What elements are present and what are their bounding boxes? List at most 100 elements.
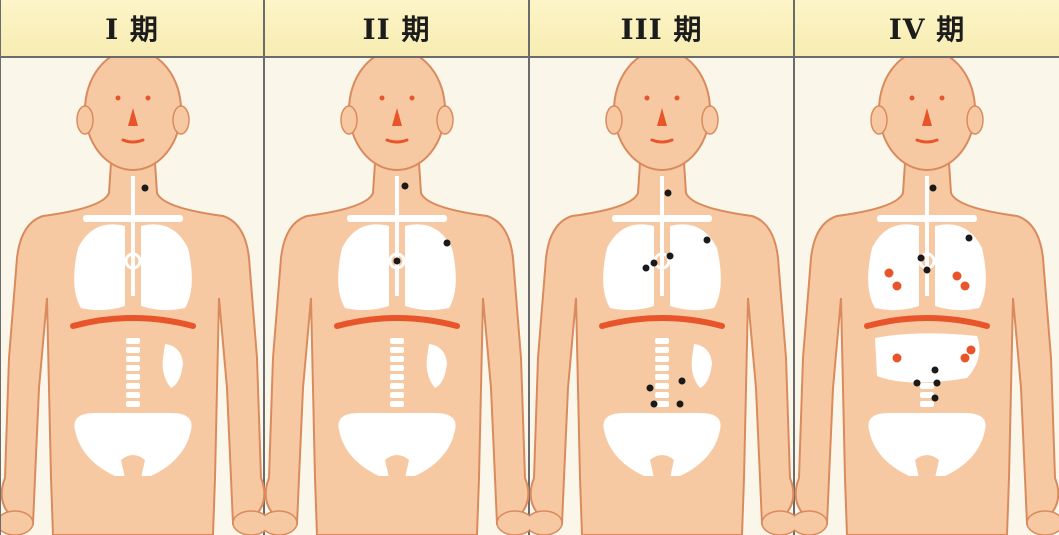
stage-panel-2: II 期 xyxy=(265,0,530,535)
vertebra xyxy=(390,365,404,371)
vertebra xyxy=(390,338,404,344)
figure-svg xyxy=(1,58,266,535)
vertebra xyxy=(920,383,934,389)
vertebra xyxy=(390,392,404,398)
pelvic-inlet xyxy=(915,455,939,478)
stage-label: III 期 xyxy=(620,8,702,48)
lymph-node-dot xyxy=(667,253,674,260)
abdominal-lymph-node-dot xyxy=(932,395,939,402)
stage-header: II 期 xyxy=(265,0,528,58)
vertebra xyxy=(126,383,140,389)
left-eye xyxy=(910,96,915,101)
stage-label: IV 期 xyxy=(889,8,966,48)
metastasis-dot xyxy=(953,272,962,281)
vertebra xyxy=(390,374,404,380)
pelvic-inlet xyxy=(650,455,674,478)
vertebra xyxy=(126,347,140,353)
metastasis-dot xyxy=(885,269,894,278)
stage-panel-4: IV 期 xyxy=(795,0,1059,535)
vertebra xyxy=(655,338,669,344)
right-eye xyxy=(410,96,415,101)
right-eye xyxy=(940,96,945,101)
trachea xyxy=(660,176,664,296)
left-eye xyxy=(645,96,650,101)
abdominal-lymph-node-dot xyxy=(647,385,654,392)
abdominal-lymph-node-dot xyxy=(934,380,941,387)
abdominal-lymph-node-dot xyxy=(679,378,686,385)
right-eye xyxy=(146,96,151,101)
abdominal-lymph-node-dot xyxy=(914,380,921,387)
lymph-node-dot xyxy=(402,183,409,190)
stage-header: I 期 xyxy=(1,0,263,58)
metastasis-dot xyxy=(893,354,902,363)
hand-shape xyxy=(530,511,562,535)
vertebra xyxy=(126,392,140,398)
left-ear xyxy=(77,106,93,134)
stage-header: IV 期 xyxy=(795,0,1059,58)
figure-group xyxy=(265,58,530,535)
vertebra xyxy=(390,383,404,389)
hand-shape xyxy=(233,511,266,535)
right-ear xyxy=(437,106,453,134)
lymph-node-dot xyxy=(966,235,973,242)
stage-label: II 期 xyxy=(363,8,431,48)
hand-shape xyxy=(795,511,827,535)
figure-group xyxy=(795,58,1059,535)
vertebra xyxy=(390,356,404,362)
left-eye xyxy=(380,96,385,101)
vertebra xyxy=(655,365,669,371)
vertebra xyxy=(126,401,140,407)
lymph-node-dot xyxy=(394,258,401,265)
pelvic-inlet xyxy=(385,455,409,478)
trachea xyxy=(395,176,399,296)
body-figure xyxy=(265,58,530,535)
stage-label: I 期 xyxy=(105,8,159,48)
figure-svg xyxy=(530,58,795,535)
vertebra xyxy=(126,356,140,362)
hand-shape xyxy=(762,511,795,535)
stage-panel-3: III 期 xyxy=(530,0,795,535)
body-figure xyxy=(1,58,266,535)
stage-header: III 期 xyxy=(530,0,793,58)
vertebra xyxy=(126,338,140,344)
clavicle-bar xyxy=(347,215,447,222)
vertebra xyxy=(655,356,669,362)
vertebra xyxy=(920,401,934,407)
vertebra xyxy=(126,365,140,371)
lymph-node-dot xyxy=(924,267,931,274)
stage-panel-1: I 期 xyxy=(0,0,265,535)
clavicle-bar xyxy=(612,215,712,222)
pelvic-inlet xyxy=(121,455,145,478)
vertebra xyxy=(655,347,669,353)
trachea xyxy=(131,176,135,296)
lymph-node-dot xyxy=(444,240,451,247)
lymph-node-dot xyxy=(651,260,658,267)
body-figure xyxy=(795,58,1059,535)
lymph-node-dot xyxy=(142,185,149,192)
abdominal-lymph-node-dot xyxy=(932,367,939,374)
right-eye xyxy=(675,96,680,101)
vertebra xyxy=(655,392,669,398)
vertebra xyxy=(390,401,404,407)
vertebra xyxy=(655,374,669,380)
left-ear xyxy=(871,106,887,134)
body-figure xyxy=(530,58,795,535)
figure-svg xyxy=(265,58,530,535)
lymph-node-dot xyxy=(643,265,650,272)
metastasis-dot xyxy=(893,282,902,291)
right-ear xyxy=(967,106,983,134)
left-ear xyxy=(341,106,357,134)
clavicle-bar xyxy=(877,215,977,222)
lymph-node-dot xyxy=(930,185,937,192)
hand-shape xyxy=(265,511,297,535)
vertebra xyxy=(126,374,140,380)
vertebra xyxy=(655,383,669,389)
lymph-node-dot xyxy=(704,237,711,244)
left-ear xyxy=(606,106,622,134)
right-ear xyxy=(702,106,718,134)
metastasis-dot xyxy=(961,354,970,363)
figure-group xyxy=(1,58,266,535)
metastasis-dot xyxy=(961,282,970,291)
